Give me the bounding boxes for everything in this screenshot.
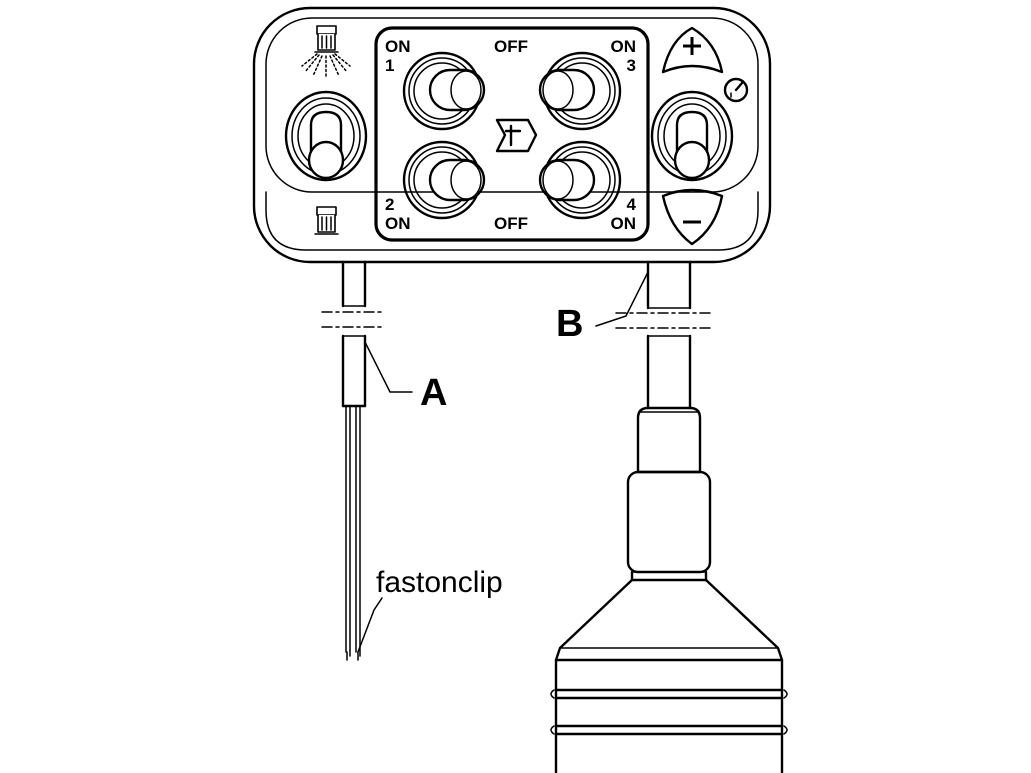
spray-nozzle-off-icon bbox=[314, 206, 339, 235]
switch-1-state-label: ON bbox=[385, 37, 411, 56]
cable-b-label: B bbox=[556, 303, 583, 345]
switch-4-state-label: ON bbox=[611, 214, 637, 233]
control-box-inner-face bbox=[265, 17, 759, 193]
switch-3-number-label: 3 bbox=[627, 56, 636, 75]
control-box-outer bbox=[252, 6, 772, 264]
master-spray-switch bbox=[284, 90, 368, 182]
switch-2-number-label: 2 bbox=[385, 195, 394, 214]
cable-a-label: A bbox=[420, 372, 447, 414]
callout-fastonclip: fastonclip bbox=[357, 566, 503, 653]
callout-b: B bbox=[556, 271, 649, 345]
callout-a: A bbox=[364, 341, 447, 414]
bottom-off-label: OFF bbox=[494, 214, 528, 233]
plus-icon bbox=[661, 26, 724, 74]
brand-logo-icon bbox=[495, 118, 538, 153]
switch-4-number-label: 4 bbox=[627, 195, 637, 214]
spray-nozzle-on-icon bbox=[301, 25, 351, 79]
switch-3 bbox=[538, 51, 622, 131]
fastonclip-label: fastonclip bbox=[376, 566, 503, 599]
connector-plug bbox=[550, 406, 788, 773]
cable-b bbox=[615, 260, 713, 410]
switch-1 bbox=[402, 51, 486, 131]
top-off-label: OFF bbox=[494, 37, 528, 56]
cable-a bbox=[321, 260, 385, 661]
switch-4 bbox=[538, 140, 622, 220]
switch-2-state-label: ON bbox=[385, 214, 411, 233]
switch-1-number-label: 1 bbox=[385, 56, 394, 75]
minus-icon bbox=[661, 188, 724, 246]
switch-panel: ON 1 OFF ON 3 2 ON OFF 4 ON bbox=[374, 26, 650, 242]
control-box bbox=[252, 6, 772, 264]
pressure-gauge-icon bbox=[723, 77, 749, 103]
pressure-switch bbox=[650, 90, 734, 182]
switch-2 bbox=[402, 140, 486, 220]
switch-3-state-label: ON bbox=[611, 37, 637, 56]
